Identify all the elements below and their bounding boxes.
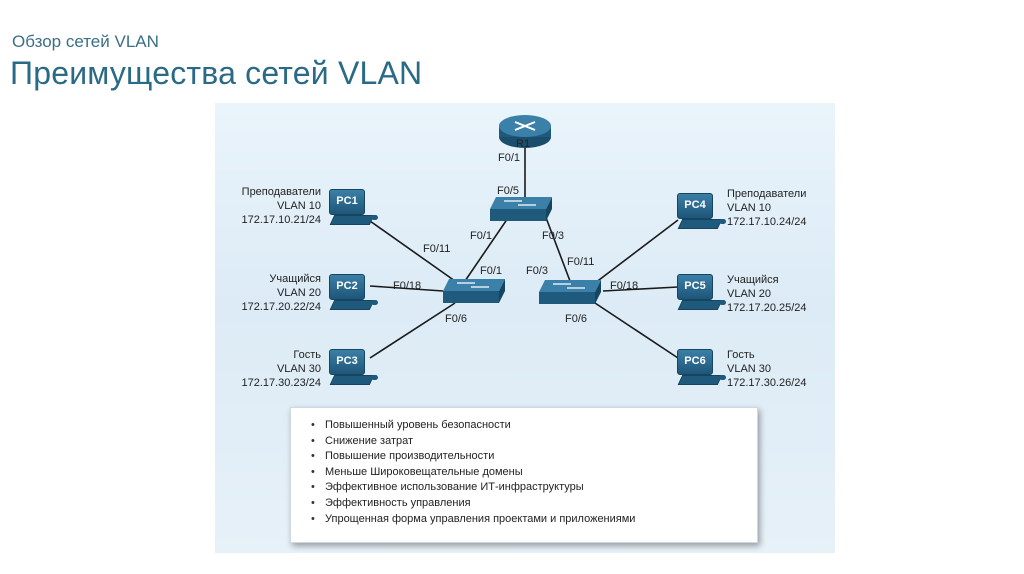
pc2-name: PC2 [336, 280, 358, 292]
benefit-item: Упрощенная форма управления проектами и … [311, 512, 757, 528]
pc3-name: PC3 [336, 355, 358, 367]
left-switch [441, 277, 507, 305]
pc3-role: Гость [293, 349, 321, 361]
computer-icon: PC4 [677, 193, 713, 219]
pc6-info: Гость VLAN 30 172.17.30.26/24 [727, 348, 831, 390]
benefit-item: Повышенный уровень безопасности [311, 418, 757, 434]
right-port-pc6: F0/6 [565, 313, 588, 325]
central-switch [488, 195, 554, 223]
benefit-item: Повышение производительности [311, 449, 757, 465]
central-port-left: F0/1 [470, 230, 493, 242]
pc1-info: Преподаватели VLAN 10 172.17.10.21/24 [217, 185, 321, 227]
benefits-box: Повышенный уровень безопасности Снижение… [290, 407, 758, 543]
slide-subtitle: Обзор сетей VLAN [12, 32, 159, 51]
right-port-pc5: F0/18 [610, 280, 639, 292]
pc2-ip: 172.17.20.22/24 [241, 301, 321, 313]
pc4-role: Преподаватели [727, 188, 807, 200]
benefit-item: Снижение затрат [311, 434, 757, 450]
computer-icon: PC2 [329, 274, 365, 300]
switch-icon [443, 279, 505, 303]
switch-icon [539, 280, 601, 304]
pc1-ip: 172.17.10.21/24 [241, 214, 321, 226]
link-pc6-right-switch [594, 302, 679, 359]
computer-icon: PC6 [677, 349, 713, 375]
pc6-name: PC6 [684, 355, 706, 367]
pc6-ip: 172.17.30.26/24 [727, 377, 807, 389]
pc2-info: Учащийся VLAN 20 172.17.20.22/24 [217, 272, 321, 314]
pc3-info: Гость VLAN 30 172.17.30.23/24 [217, 348, 321, 390]
right-port-uplink: F0/3 [526, 265, 549, 277]
pc5-info: Учащийся VLAN 20 172.17.20.25/24 [727, 273, 831, 315]
left-port-pc3: F0/6 [445, 313, 468, 325]
pc1-vlan: VLAN 10 [276, 200, 321, 212]
central-port-top: F0/5 [497, 185, 520, 197]
pc1-name: PC1 [336, 195, 358, 207]
computer-icon: PC1 [329, 189, 365, 215]
pc5-role: Учащийся [727, 274, 779, 286]
pc4-ip: 172.17.10.24/24 [727, 216, 807, 228]
pc5: PC5 [677, 274, 727, 318]
diagram-links [369, 143, 679, 359]
pc5-vlan: VLAN 20 [727, 288, 772, 300]
link-central-left-switch [464, 214, 511, 282]
pc2-role: Учащийся [269, 273, 321, 285]
benefit-item: Эффективное использование ИТ-инфраструкт… [311, 480, 757, 496]
left-port-pc1: F0/11 [423, 243, 451, 255]
pc3: PC3 [329, 349, 379, 393]
benefit-item: Эффективность управления [311, 496, 757, 512]
computer-icon: PC3 [329, 349, 365, 375]
pc4-info: Преподаватели VLAN 10 172.17.10.24/24 [727, 187, 831, 229]
benefits-list: Повышенный уровень безопасности Снижение… [291, 408, 757, 527]
link-central-right-switch [544, 214, 571, 282]
pc3-ip: 172.17.30.23/24 [241, 377, 321, 389]
pc5-name: PC5 [684, 280, 706, 292]
switch-icon [490, 197, 552, 221]
pc4: PC4 [677, 193, 727, 237]
link-pc1-left-switch [369, 220, 456, 282]
pc4-name: PC4 [684, 199, 706, 211]
pc5-ip: 172.17.20.25/24 [727, 302, 807, 314]
pc1: PC1 [329, 189, 379, 233]
router-r1 [497, 113, 553, 151]
pc4-vlan: VLAN 10 [727, 202, 772, 214]
pc1-role: Преподаватели [241, 186, 321, 198]
pc6-vlan: VLAN 30 [727, 363, 772, 375]
link-pc3-left-switch [369, 302, 456, 359]
link-pc5-right-switch [602, 286, 679, 292]
pc6: PC6 [677, 349, 727, 393]
computer-icon: PC5 [677, 274, 713, 300]
left-port-uplink: F0/1 [480, 265, 503, 277]
central-port-right: F0/3 [542, 230, 565, 242]
right-port-pc4: F0/11 [567, 256, 595, 268]
right-switch [537, 278, 603, 306]
pc3-vlan: VLAN 30 [276, 363, 321, 375]
benefit-item: Меньше Широковещательные домены [311, 465, 757, 481]
router-icon [499, 115, 551, 148]
link-pc2-left-switch [369, 285, 444, 292]
pc6-role: Гость [727, 349, 755, 361]
router-name: R1 [516, 138, 531, 150]
slide-title: Преимущества сетей VLAN [10, 55, 423, 91]
left-port-pc2: F0/18 [393, 280, 422, 292]
router-port-label: F0/1 [498, 152, 521, 164]
link-pc4-right-switch [594, 219, 679, 284]
pc2: PC2 [329, 274, 379, 318]
pc2-vlan: VLAN 20 [276, 287, 321, 299]
